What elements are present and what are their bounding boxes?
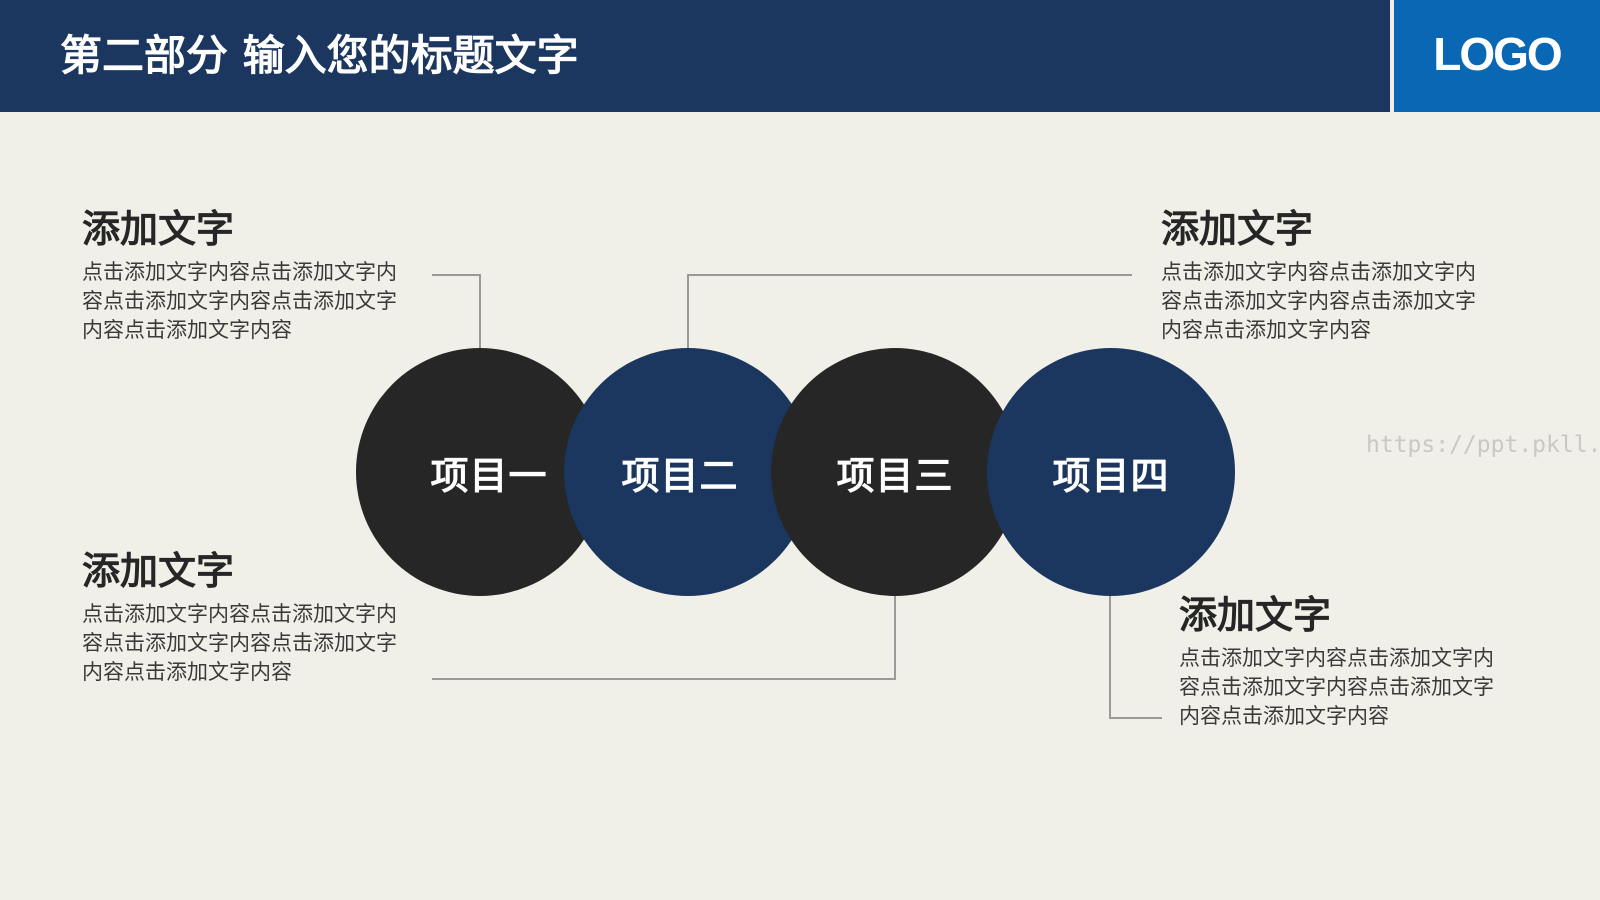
- page-title: 第二部分 输入您的标题文字: [60, 31, 579, 80]
- item-circle-2: 项目二: [564, 348, 812, 596]
- header-bar: 第二部分 输入您的标题文字: [0, 0, 1390, 112]
- item-label-3: 项目三: [836, 453, 954, 498]
- text-block-bottom-left: 添加文字 点击添加文字内容点击添加文字内容点击添加文字内容点击添加文字内容点击添…: [82, 548, 412, 687]
- connector-line-4: [1109, 596, 1162, 719]
- text-block-top-left: 添加文字 点击添加文字内容点击添加文字内容点击添加文字内容点击添加文字内容点击添…: [82, 206, 412, 345]
- block-body: 点击添加文字内容点击添加文字内容点击添加文字内容点击添加文字内容点击添加文字内容: [1161, 260, 1476, 342]
- text-block-bottom-right: 添加文字 点击添加文字内容点击添加文字内容点击添加文字内容点击添加文字内容点击添…: [1179, 592, 1509, 731]
- item-circle-3: 项目三: [771, 348, 1019, 596]
- logo: LOGO: [1394, 0, 1600, 112]
- block-body: 点击添加文字内容点击添加文字内容点击添加文字内容点击添加文字内容点击添加文字内容: [82, 602, 397, 684]
- block-body: 点击添加文字内容点击添加文字内容点击添加文字内容点击添加文字内容点击添加文字内容: [82, 260, 397, 342]
- logo-text: LOGO: [1433, 28, 1562, 80]
- item-label-4: 项目四: [1052, 453, 1170, 498]
- block-title: 添加文字: [82, 549, 235, 593]
- connector-line-3: [432, 596, 896, 680]
- block-title: 添加文字: [1161, 207, 1314, 251]
- item-circle-4: 项目四: [987, 348, 1235, 596]
- block-body: 点击添加文字内容点击添加文字内容点击添加文字内容点击添加文字内容点击添加文字内容: [1179, 646, 1494, 728]
- block-title: 添加文字: [1179, 593, 1332, 637]
- item-label-1: 项目一: [430, 453, 548, 498]
- block-title: 添加文字: [82, 207, 235, 251]
- connector-line-1: [432, 274, 481, 350]
- item-circle-1: 项目一: [356, 348, 604, 596]
- text-block-top-right: 添加文字 点击添加文字内容点击添加文字内容点击添加文字内容点击添加文字内容点击添…: [1161, 206, 1491, 345]
- item-label-2: 项目二: [621, 453, 739, 498]
- watermark: https://ppt.pkll.de: [1366, 432, 1600, 458]
- connector-line-2: [687, 274, 1132, 350]
